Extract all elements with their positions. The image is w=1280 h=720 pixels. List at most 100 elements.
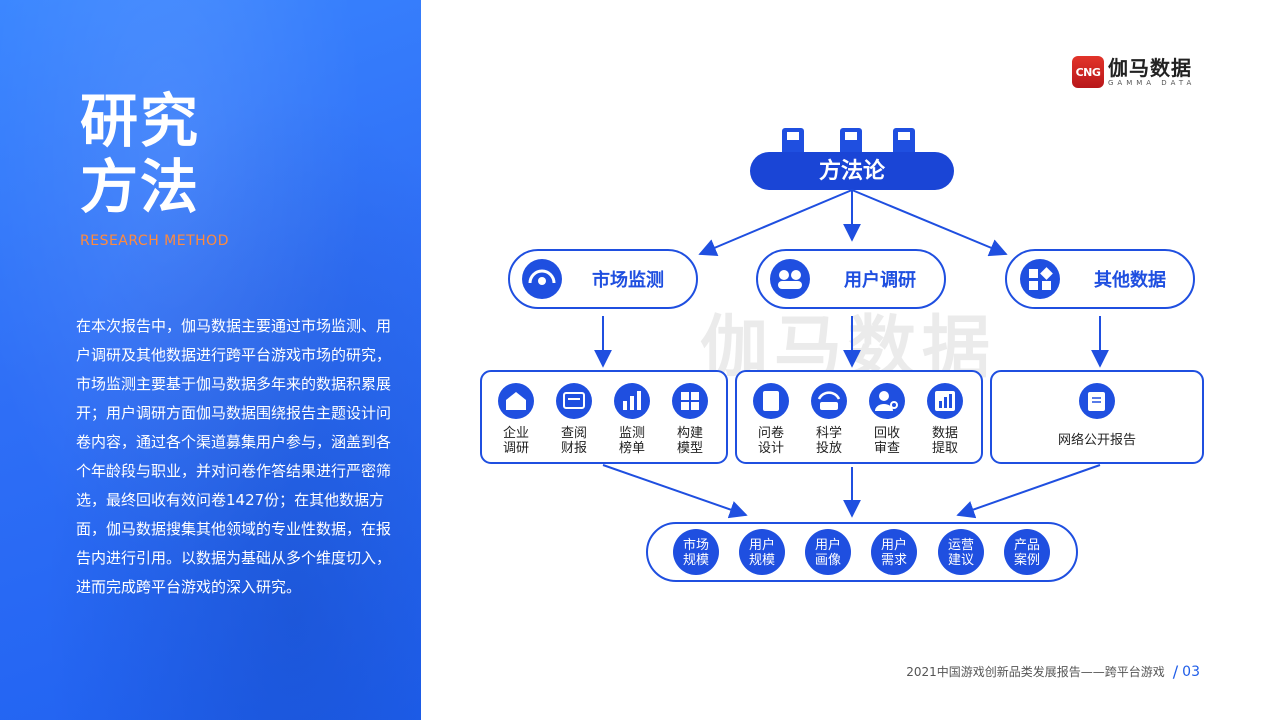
users-icon-head-2 xyxy=(791,270,801,280)
branch-label: 其他数据 xyxy=(1094,269,1166,291)
output-product-cases: 产品 案例 xyxy=(1004,529,1050,575)
bar-chart-icon-bar-3 xyxy=(637,391,641,410)
output-line-2: 案例 xyxy=(1014,553,1040,568)
item-line-1: 回收 xyxy=(874,426,900,441)
item-company-research: 企业 调研 xyxy=(498,383,534,456)
chart-icon-bar-1 xyxy=(939,401,942,408)
item-monitor-rankings: 监测 榜单 xyxy=(614,383,650,456)
item-recovery-review: 回收 审查 xyxy=(869,383,905,456)
output-user-needs: 用户 需求 xyxy=(871,529,917,575)
report-icon-frame xyxy=(563,392,585,409)
output-circle xyxy=(739,529,785,575)
building-icon-shape xyxy=(506,392,526,410)
item-line-2: 财报 xyxy=(561,441,587,456)
item-line-2: 审查 xyxy=(874,441,900,456)
root-tab-3-slot xyxy=(898,132,910,140)
users-icon xyxy=(770,259,810,299)
item-line-2: 榜单 xyxy=(619,440,645,456)
item-line-2: 调研 xyxy=(503,441,529,456)
output-line-2: 建议 xyxy=(948,553,974,568)
item-line-1: 科学 xyxy=(816,425,842,441)
title-line-1: 研究 xyxy=(80,87,201,155)
grid-icon-cell-4 xyxy=(691,402,699,410)
output-line-1: 产品 xyxy=(1014,538,1040,553)
title-line-2: 方法 xyxy=(80,153,201,221)
item-line-1: 监测 xyxy=(619,426,645,441)
bar-chart-icon-bar-2 xyxy=(630,396,634,410)
item-line-1: 网络公开报告 xyxy=(1058,432,1136,448)
root-tab-1-slot xyxy=(787,132,799,140)
grid-icon-cell-3 xyxy=(681,402,689,410)
arrow-root-right xyxy=(851,189,1008,257)
chart-icon-bar-3 xyxy=(949,394,952,408)
footer-report-title: 2021中国游戏创新品类发展报告——跨平台游戏 xyxy=(906,665,1165,679)
branch-pill xyxy=(508,249,698,309)
user-search-icon-body xyxy=(875,404,893,411)
broadcast-icon-wave xyxy=(817,391,841,400)
output-circle xyxy=(1004,529,1050,575)
arrow-market-to-outputs xyxy=(602,464,748,519)
grid-icon xyxy=(672,383,708,419)
gauge-icon-dot xyxy=(538,277,546,285)
output-line-1: 运营 xyxy=(948,538,974,553)
root-node: 方法论 xyxy=(750,128,954,190)
user-search-icon-lens xyxy=(890,401,898,409)
footer: 2021中国游戏创新品类发展报告——跨平台游戏 / 03 xyxy=(906,662,1200,681)
output-line-1: 市场 xyxy=(683,537,709,553)
item-line-1: 问卷 xyxy=(758,425,784,441)
branch-other-data: 其他数据 xyxy=(1005,249,1195,309)
page-number: 03 xyxy=(1182,663,1200,680)
item-check-financials: 查阅 财报 xyxy=(556,383,592,456)
output-user-size: 用户 规模 xyxy=(739,529,785,575)
logo-name-cn: 伽马数据 xyxy=(1108,55,1192,80)
output-line-1: 用户 xyxy=(815,537,841,553)
branch-label: 市场监测 xyxy=(592,269,664,291)
item-line-2: 设计 xyxy=(758,441,784,456)
tiles-icon-tile-4 xyxy=(1042,281,1051,290)
item-line-1: 构建 xyxy=(677,426,703,441)
chart-icon-bar-2 xyxy=(944,397,947,408)
root-tab-2-slot xyxy=(845,132,857,140)
logo-name-en: GAMMA DATA xyxy=(1108,78,1196,87)
item-public-reports: 网络公开报告 xyxy=(1058,383,1136,448)
tiles-icon xyxy=(1020,259,1060,299)
brand-logo: CNG 伽马数据 GAMMA DATA xyxy=(1072,56,1195,88)
tiles-icon-tile-1 xyxy=(1029,269,1038,278)
footer-slash: / xyxy=(1172,662,1179,681)
page-title: 研究 方法 xyxy=(80,88,200,220)
item-line-1: 查阅 xyxy=(561,426,587,441)
branch-user-research: 用户调研 xyxy=(756,249,946,309)
output-circle xyxy=(871,529,917,575)
root-label: 方法论 xyxy=(819,158,886,184)
item-line-1: 企业 xyxy=(503,425,529,441)
output-circle xyxy=(938,529,984,575)
output-line-2: 需求 xyxy=(881,553,907,568)
item-scientific-delivery: 科学 投放 xyxy=(811,383,847,456)
branch-label: 用户调研 xyxy=(844,269,916,291)
broadcast-icon xyxy=(811,383,847,419)
output-operation-advice: 运营 建议 xyxy=(938,529,984,575)
item-questionnaire-design: 问卷 设计 xyxy=(753,383,789,456)
output-market-size: 市场 规模 xyxy=(673,529,719,575)
grid-icon-cell-1 xyxy=(681,392,689,400)
output-line-1: 用户 xyxy=(749,537,775,553)
output-circle xyxy=(805,529,851,575)
document-icon-sheet xyxy=(763,391,779,411)
branch-market-monitoring: 市场监测 xyxy=(508,249,698,309)
page-subtitle: RESEARCH METHOD xyxy=(80,233,229,249)
logo-badge: CNG xyxy=(1072,56,1104,88)
broadcast-icon-base xyxy=(820,402,838,410)
gauge-icon-arc xyxy=(528,269,556,284)
grid-icon-cell-2 xyxy=(691,392,699,400)
logo-text: 伽马数据 GAMMA DATA xyxy=(1108,57,1195,88)
report-icon xyxy=(556,383,592,419)
root-pill xyxy=(750,152,954,190)
market-items-box xyxy=(480,370,728,464)
users-icon-head-1 xyxy=(779,270,789,280)
item-line-2: 投放 xyxy=(816,440,842,456)
item-line-2: 模型 xyxy=(677,441,703,456)
output-line-2: 规模 xyxy=(749,553,775,568)
users-icon-body xyxy=(778,281,802,289)
output-line-2: 画像 xyxy=(815,553,841,568)
